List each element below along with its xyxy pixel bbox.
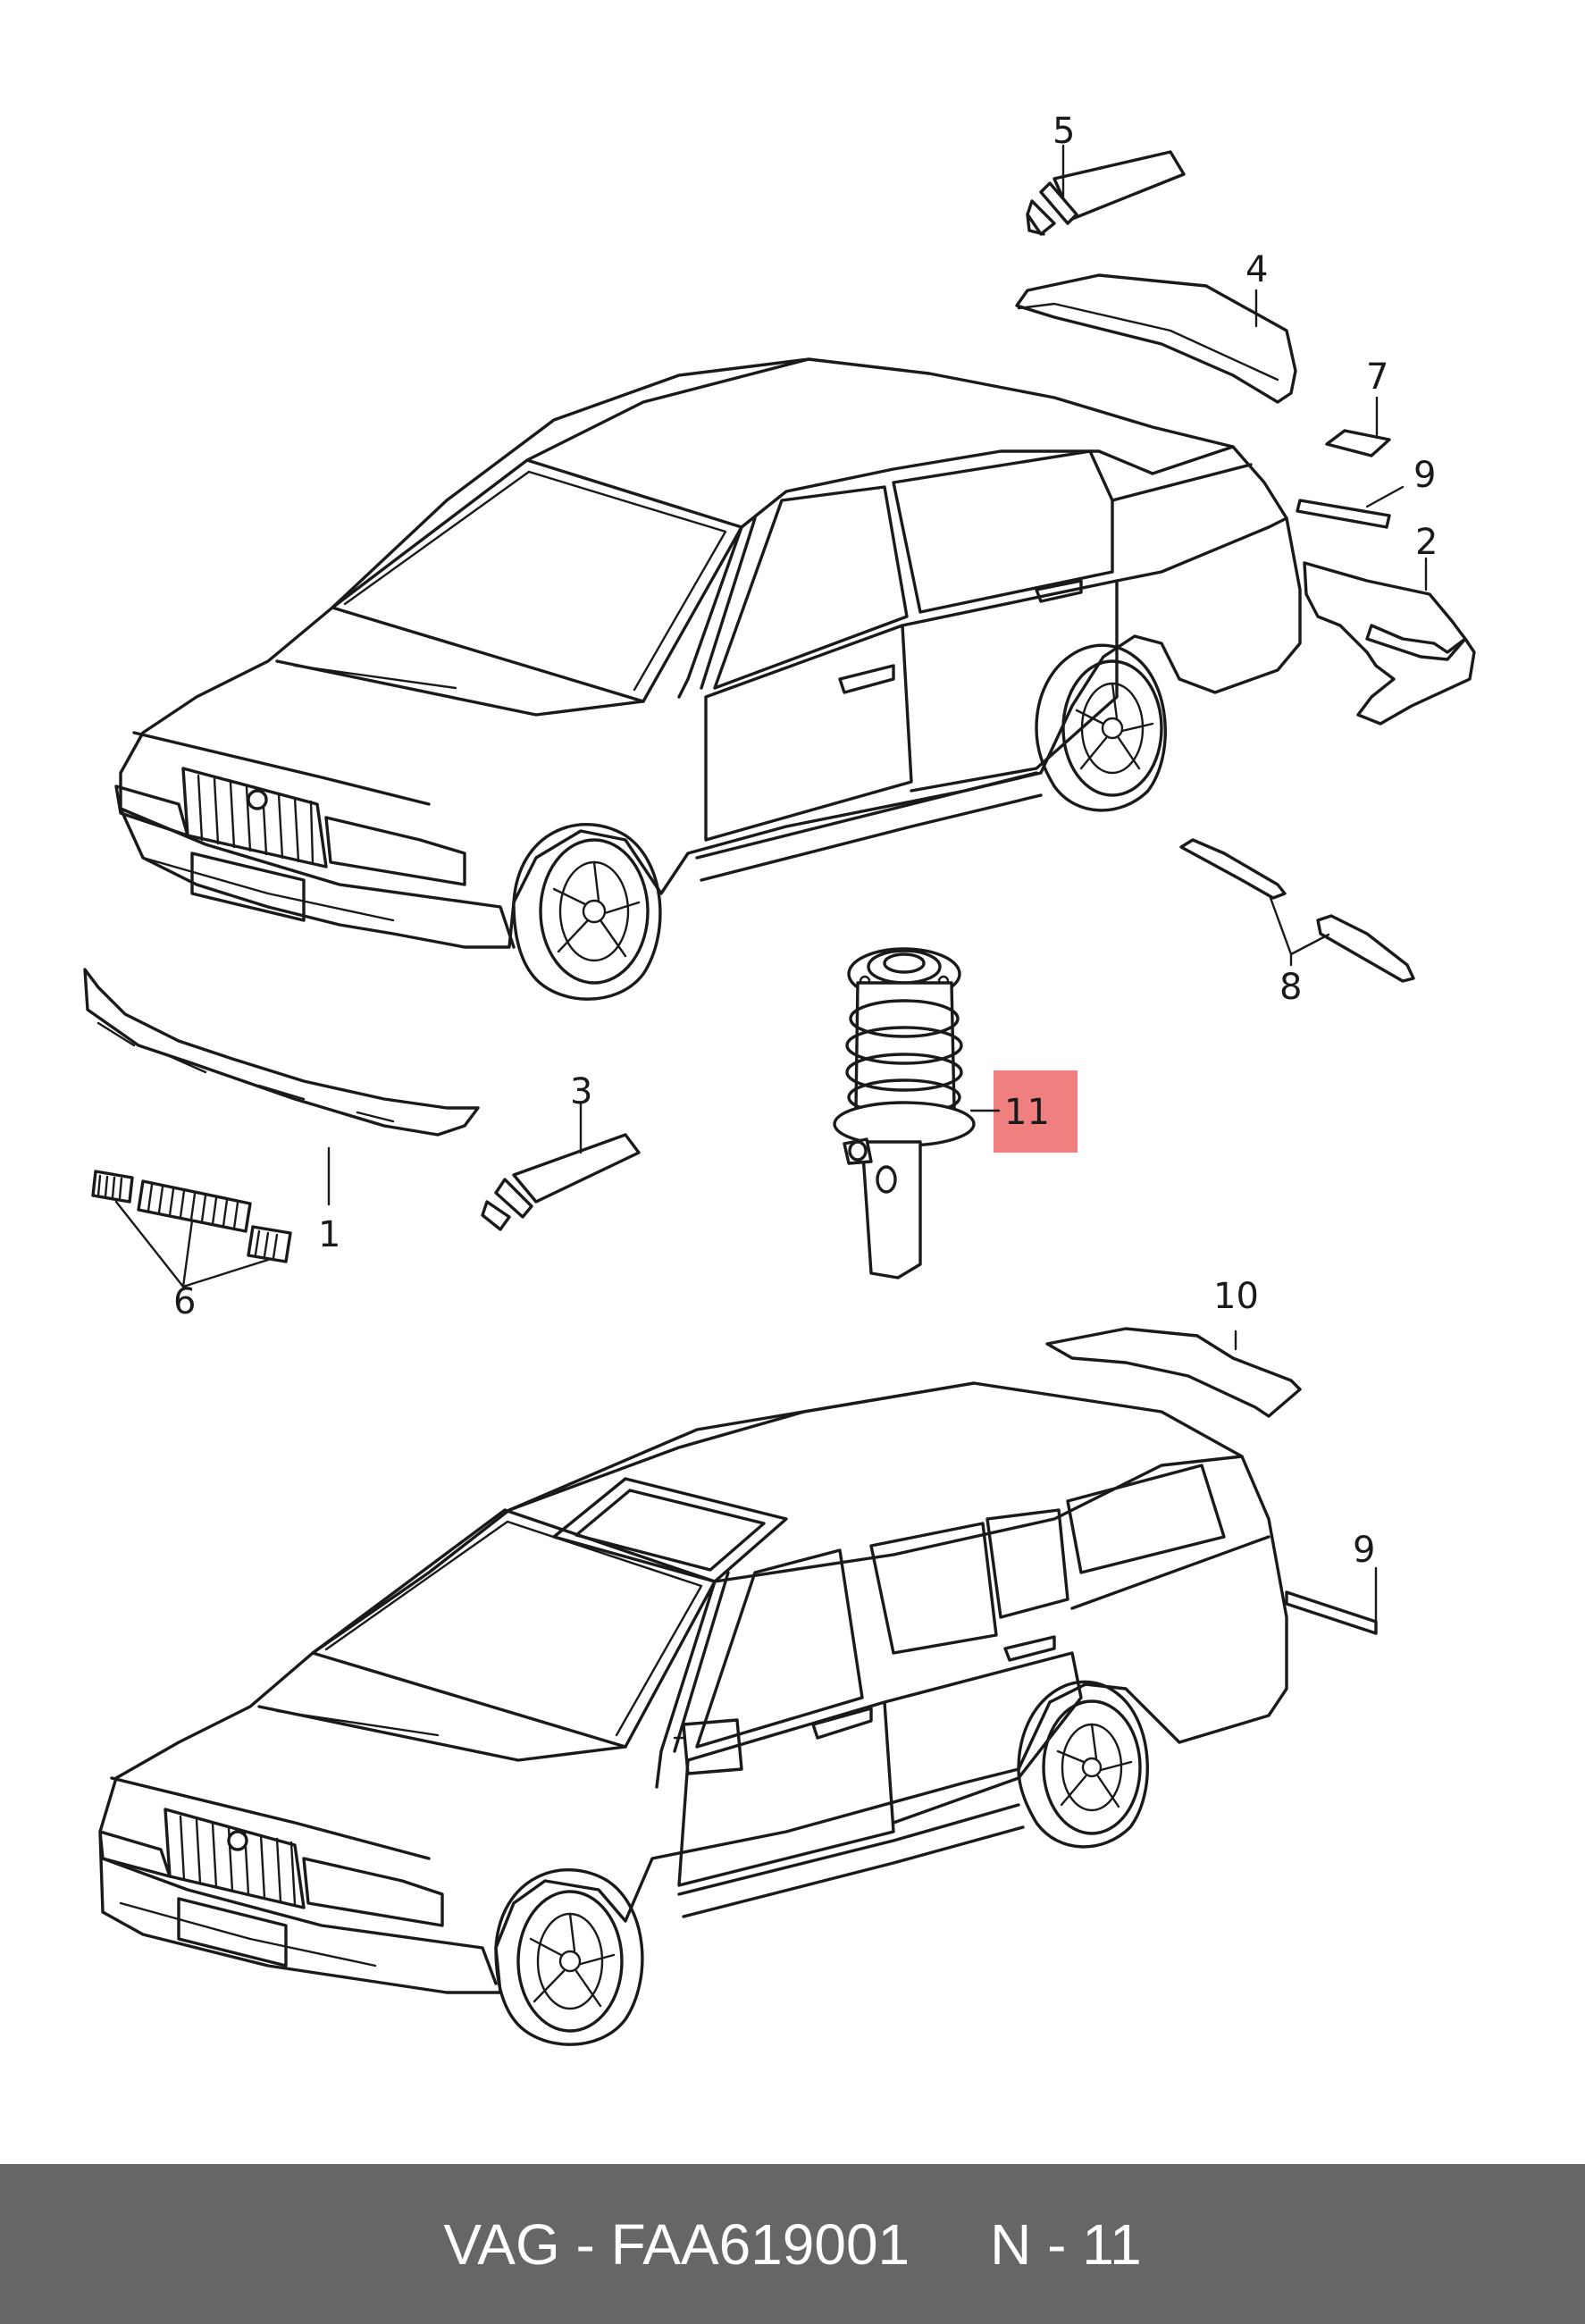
leader-lines xyxy=(327,144,1428,1623)
callout-3: 3 xyxy=(570,1071,592,1112)
part-3-adhesive-tube xyxy=(481,1133,641,1231)
part-7-label xyxy=(1325,429,1391,457)
part-2-trim xyxy=(1303,561,1476,726)
callout-4: 4 xyxy=(1245,249,1268,290)
brand-separator: - xyxy=(575,2211,595,2277)
part-9-strip-upper xyxy=(1296,499,1391,529)
callout-10: 10 xyxy=(1213,1276,1259,1317)
part-1-front-lip xyxy=(83,968,480,1137)
ref-separator: - xyxy=(1047,2211,1067,2277)
ref-number: 11 xyxy=(1082,2211,1142,2277)
parts-diagram: 5 4 7 9 2 8 3 11 1 6 10 9 xyxy=(83,111,1476,2046)
callout-11-highlight xyxy=(994,1070,1078,1153)
part-info-footer: VAG - FAA619001 N - 11 xyxy=(0,2164,1585,2324)
part-6-clips xyxy=(91,1170,292,1288)
estate-drawing xyxy=(98,1381,1288,2046)
brand-label: VAG xyxy=(443,2211,560,2277)
part-4-spoiler xyxy=(1015,273,1297,404)
part-number: FAA619001 xyxy=(610,2211,910,2277)
callout-1: 1 xyxy=(318,1214,340,1255)
callout-8: 8 xyxy=(1279,967,1302,1008)
part-8-side-strips xyxy=(1179,838,1415,983)
callout-5: 5 xyxy=(1052,111,1075,152)
part-11-strut-assembly xyxy=(833,947,976,1279)
callout-9-upper: 9 xyxy=(1413,455,1436,496)
part-9-strip-lower xyxy=(1285,1590,1378,1635)
sedan-drawing xyxy=(114,357,1302,1001)
ref-prefix: N xyxy=(990,2211,1032,2277)
callout-2: 2 xyxy=(1415,522,1438,563)
part-5-adhesive-tube xyxy=(1026,150,1186,236)
callout-6: 6 xyxy=(173,1281,196,1322)
callout-9-lower: 9 xyxy=(1353,1530,1375,1571)
callout-11: 11 xyxy=(1004,1092,1050,1133)
callout-7: 7 xyxy=(1366,357,1388,398)
part-10-roof-spoiler xyxy=(1045,1327,1302,1418)
